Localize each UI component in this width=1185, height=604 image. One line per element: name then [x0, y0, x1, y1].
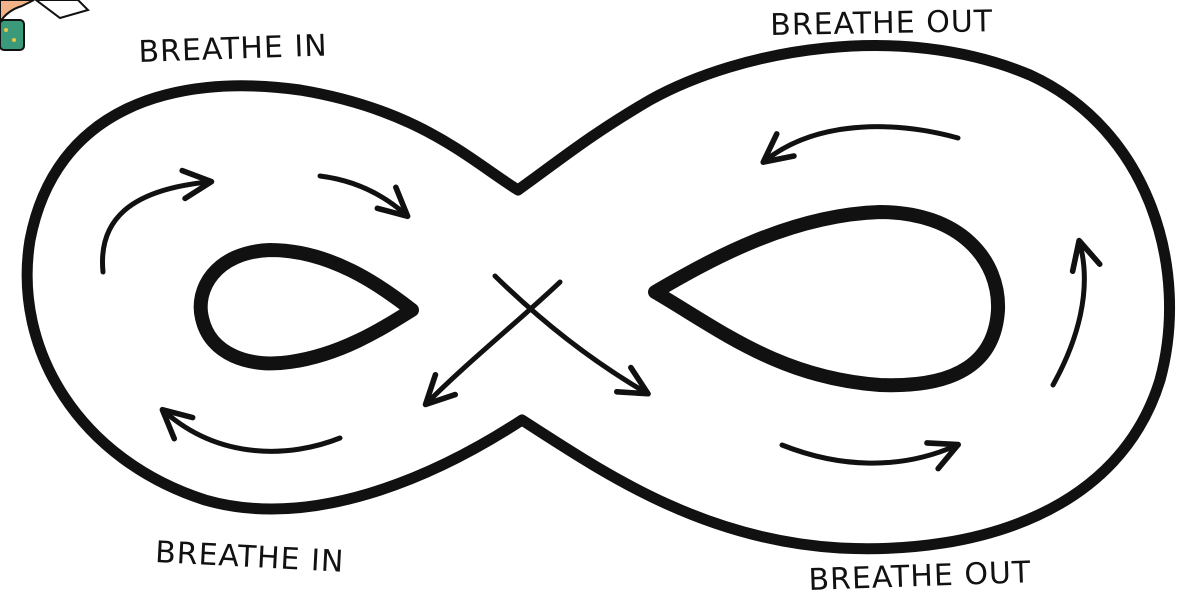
person-holding-paper-icon	[0, 0, 88, 50]
label-breathe-in-top: BREATHE IN	[138, 31, 328, 68]
arrow-cross-down-right	[495, 276, 645, 392]
arrow-left-top	[320, 176, 405, 214]
label-breathe-out-top: BREATHE OUT	[770, 7, 993, 41]
label-breathe-out-bottom: BREATHE OUT	[808, 558, 1032, 596]
arrow-right-top	[766, 127, 958, 160]
left-inner-loop	[201, 250, 412, 363]
right-inner-loop	[655, 212, 998, 385]
arrow-right-up	[1053, 244, 1084, 385]
arrow-left-up	[102, 182, 208, 272]
arrow-left-bottom	[165, 412, 340, 451]
arrow-cross-down-left	[428, 282, 560, 402]
arrow-right-bottom	[782, 445, 955, 463]
